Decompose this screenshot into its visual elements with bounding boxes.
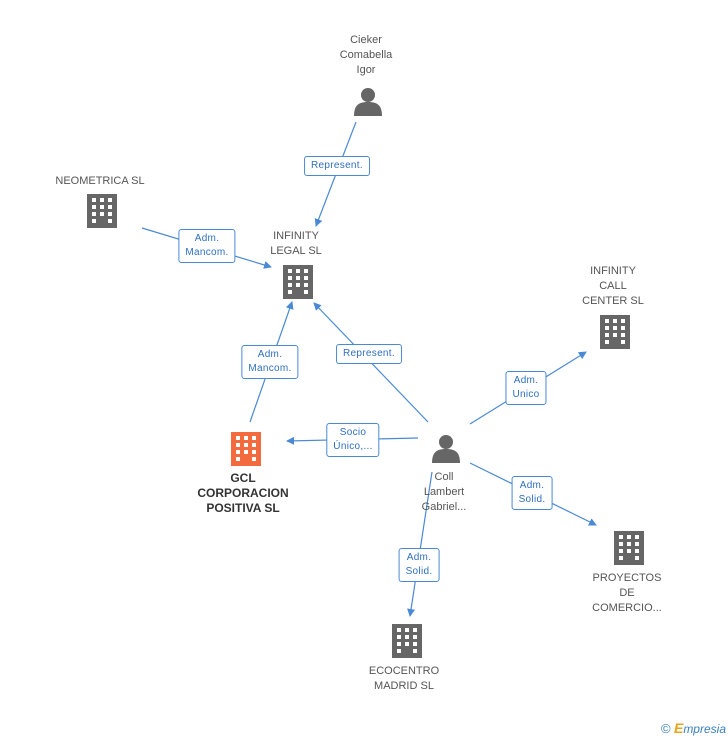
infinity-legal-building-icon[interactable] <box>283 265 313 299</box>
edge-label-coll-legal: Represent. <box>336 344 402 364</box>
node-label-infinity-legal[interactable]: INFINITY LEGAL SL <box>270 230 322 257</box>
copyright-symbol: © <box>661 721 671 736</box>
edge-coll-ecocentro <box>407 471 433 617</box>
node-label-neometrica[interactable]: NEOMETRICA SL <box>55 175 145 187</box>
infinity-call-building-icon[interactable] <box>600 315 630 349</box>
proyectos-building-icon[interactable] <box>614 531 644 565</box>
node-label-cieker[interactable]: Cieker Comabella Igor <box>339 34 393 76</box>
gcl-building-icon[interactable] <box>231 432 261 466</box>
cieker-person-icon[interactable] <box>354 88 382 116</box>
coll-person-icon[interactable] <box>432 435 460 463</box>
edge-label-coll-ecocentro: Adm. Solid. <box>398 548 440 582</box>
edge-label-coll-call: Adm. Unico <box>505 371 547 405</box>
node-label-ecocentro[interactable]: ECOCENTRO MADRID SL <box>368 665 440 692</box>
ecocentro-building-icon[interactable] <box>392 624 422 658</box>
node-label-proyectos[interactable]: PROYECTOS DE COMERCIO... <box>592 572 662 614</box>
brand-name: mpresia <box>683 722 726 736</box>
edge-label-cieker-legal: Represent. <box>304 156 370 176</box>
node-label-gcl[interactable]: GCL CORPORACION POSITIVA SL <box>197 471 289 515</box>
brand-initial: E <box>673 720 684 736</box>
edge-label-coll-gcl: Socio Único,... <box>326 423 380 457</box>
node-label-coll[interactable]: Coll Lambert Gabriel... <box>421 471 467 513</box>
neometrica-building-icon[interactable] <box>87 194 117 228</box>
empresia-watermark[interactable]: © Empresia <box>661 720 726 736</box>
edge-label-gcl-legal: Adm. Mancom. <box>241 345 299 379</box>
edge-label-coll-proyectos: Adm. Solid. <box>511 476 553 510</box>
node-label-infinity-call[interactable]: INFINITY CALL CENTER SL <box>582 265 644 307</box>
edge-label-neometrica-legal: Adm. Mancom. <box>178 229 236 263</box>
